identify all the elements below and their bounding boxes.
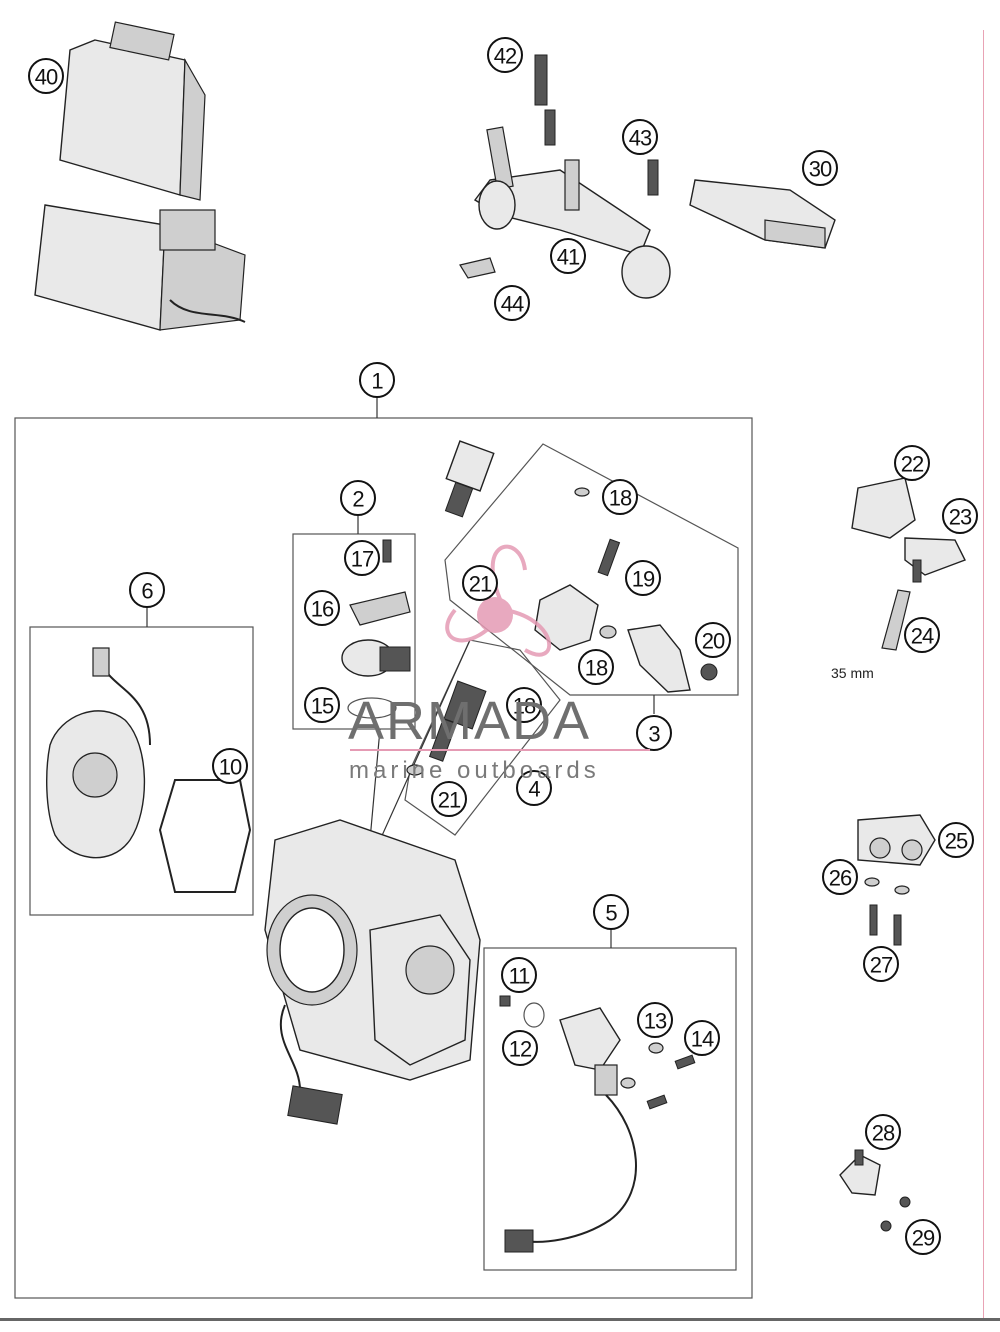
callout-label: 40 — [35, 65, 58, 90]
bracket-assembly-part — [459, 54, 671, 299]
callout-17: 17 — [344, 540, 380, 576]
callout-26: 26 — [822, 859, 858, 895]
callout-label: 2 — [352, 487, 364, 512]
group-frame-3 — [444, 443, 739, 696]
group-frame-2 — [292, 533, 416, 730]
callout-label: 44 — [501, 292, 524, 317]
callout-2: 2 — [340, 480, 376, 516]
injector-3-part — [444, 440, 718, 693]
dimension-label: 35 mm — [831, 665, 874, 681]
callout-label: 3 — [648, 722, 660, 747]
bracket-25-27-part — [857, 814, 936, 946]
callout-label: 14 — [691, 1027, 714, 1052]
throttle-body-part — [264, 819, 481, 1125]
callout-label: 23 — [949, 505, 972, 530]
watermark-divider — [350, 749, 650, 751]
callout-label: 43 — [629, 126, 652, 151]
group-frame-6 — [29, 626, 254, 916]
callout-11: 11 — [501, 957, 537, 993]
callout-label: 26 — [829, 866, 852, 891]
module-30-part — [689, 179, 836, 249]
sensor-28-29-part — [839, 1149, 911, 1232]
callout-label: 1 — [371, 369, 383, 394]
callout-label: 27 — [870, 953, 893, 978]
callout-label: 24 — [911, 624, 934, 649]
callout-label: 20 — [702, 629, 725, 654]
callout-label: 30 — [809, 157, 832, 182]
callout-1: 1 — [359, 362, 395, 398]
callout-label: 29 — [912, 1226, 935, 1251]
callout-21: 21 — [431, 781, 467, 817]
callout-13: 13 — [637, 1002, 673, 1038]
callout-label: 17 — [351, 547, 374, 572]
callout-5: 5 — [593, 894, 629, 930]
callout-4: 4 — [516, 770, 552, 806]
callout-15: 15 — [304, 687, 340, 723]
callout-label: 18 — [585, 656, 608, 681]
callout-label: 18 — [513, 694, 536, 719]
callout-label: 21 — [438, 788, 461, 813]
callout-18: 18 — [506, 687, 542, 723]
callout-24: 24 — [904, 617, 940, 653]
callout-label: 5 — [605, 901, 617, 926]
callout-27: 27 — [863, 946, 899, 982]
assembly-frame-1 — [14, 417, 753, 1299]
callout-label: 25 — [945, 829, 968, 854]
callout-label: 11 — [509, 964, 531, 989]
callout-label: 10 — [219, 755, 242, 780]
watermark-tagline: marine outboards — [349, 757, 600, 784]
callout-label: 41 — [557, 245, 580, 270]
callout-23: 23 — [942, 498, 978, 534]
callout-44: 44 — [494, 285, 530, 321]
callout-43: 43 — [622, 119, 658, 155]
callout-30: 30 — [802, 150, 838, 186]
callout-29: 29 — [905, 1219, 941, 1255]
callout-14: 14 — [684, 1020, 720, 1056]
callout-label: 16 — [311, 597, 334, 622]
page-bottom-rule — [0, 1318, 1000, 1321]
callout-41: 41 — [550, 238, 586, 274]
callout-label: 19 — [632, 567, 655, 592]
callout-label: 15 — [311, 694, 334, 719]
callout-3: 3 — [636, 715, 672, 751]
callout-18: 18 — [578, 649, 614, 685]
callout-22: 22 — [894, 445, 930, 481]
callout-label: 42 — [494, 44, 517, 69]
callout-28: 28 — [865, 1114, 901, 1150]
watermark-brand: ARMADA — [348, 691, 592, 751]
callout-19: 19 — [625, 560, 661, 596]
sensor-22-24-part — [851, 477, 966, 651]
callout-25: 25 — [938, 822, 974, 858]
callout-42: 42 — [487, 37, 523, 73]
callout-16: 16 — [304, 590, 340, 626]
callout-label: 28 — [872, 1121, 895, 1146]
page-edge-rule — [983, 30, 984, 1320]
callout-label: 4 — [528, 777, 540, 802]
callout-20: 20 — [695, 622, 731, 658]
callout-label: 22 — [901, 452, 924, 477]
sensor-2-part — [341, 539, 411, 719]
callout-18: 18 — [602, 479, 638, 515]
callout-10: 10 — [212, 748, 248, 784]
callout-21: 21 — [462, 565, 498, 601]
callout-label: 21 — [469, 572, 492, 597]
ecu-unit-part — [34, 21, 246, 331]
callout-label: 12 — [509, 1037, 532, 1062]
callout-6: 6 — [129, 572, 165, 608]
callout-label: 6 — [141, 579, 153, 604]
group-frame-5 — [483, 947, 737, 1271]
callout-label: 18 — [609, 486, 632, 511]
callout-label: 13 — [644, 1009, 667, 1034]
cover-6-part — [46, 647, 252, 893]
sensor-5-part — [499, 995, 696, 1253]
callout-40: 40 — [28, 58, 64, 94]
callout-12: 12 — [502, 1030, 538, 1066]
